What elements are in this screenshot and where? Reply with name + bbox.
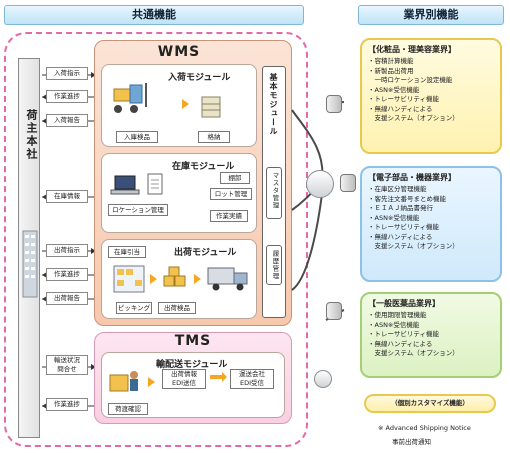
card-line: ・容積計算機能 xyxy=(368,57,414,65)
label-picking: ピッキング xyxy=(116,302,152,314)
label-shipment-edi-send: 出荷情報 EDI送信 xyxy=(162,369,206,389)
central-plug-icon xyxy=(306,170,334,198)
label-outbound-inspection: 出荷検品 xyxy=(158,302,196,314)
basic-module-title: 基本モジュール xyxy=(269,73,278,136)
arrow-label-inbound-report: 入荷報告 xyxy=(46,114,88,127)
arrow-label-outbound-report: 出荷報告 xyxy=(46,292,88,305)
tms-title: TMS xyxy=(174,333,212,349)
arrow-label-outbound-instruction: 出荷指示 xyxy=(46,244,88,257)
label-delivery-confirmation: 荷渡確認 xyxy=(108,403,148,415)
outbound-flow-arrow-2 xyxy=(194,274,201,284)
card-line: ・ＥＩＡＪ納品書発行 xyxy=(368,204,433,212)
label-location-management: ロケーション管理 xyxy=(108,204,168,216)
outbound-module: 在庫引当 出荷モジュール ピッキング 出荷検品 xyxy=(101,239,257,319)
common-functions-frame xyxy=(4,32,308,447)
truck-icon xyxy=(207,267,248,291)
connector-cables xyxy=(291,101,345,321)
edi-exchange-arrows xyxy=(210,372,227,382)
card-line: ・トレーサビリティ機能 xyxy=(368,95,439,103)
basic-module: 基本モジュール マスタ管理 履歴管理 xyxy=(262,66,286,318)
footnote-asn-ja: 事前出荷通知 xyxy=(392,438,431,446)
card-line: 支援システム（オプション） xyxy=(368,114,459,122)
card-line: ・新製品出荷用 xyxy=(368,66,414,75)
label-stocktaking: 棚卸 xyxy=(220,172,250,184)
industry-functions-header: 業界別機能 xyxy=(358,5,504,25)
document-icon xyxy=(147,173,163,195)
shelving-icon xyxy=(113,265,145,293)
history-management-label: 履歴管理 xyxy=(271,250,279,280)
arrow-label-transport-inquiry: 輸送状況 問合せ xyxy=(46,355,88,375)
card-line: ・無線ハンディによる xyxy=(368,104,433,113)
card-line: ・トレーサビリティ機能 xyxy=(368,223,439,231)
delivery-module-title: 輸配送モジュール xyxy=(156,360,228,370)
card-line: ・無線ハンディによる xyxy=(368,232,433,241)
industry-card-electronics: 【電子部品・機器業界】 ・在庫区分管理機能 ・客先注文番号まとめ機能 ・ＥＩＡＪ… xyxy=(360,166,502,282)
industry-card-pharma: 【一般医薬品業界】 ・使用期限管理機能 ・ASN※受信機能 ・トレーサビリティ機… xyxy=(360,292,502,378)
card-line: ・ASN※受信機能 xyxy=(368,320,420,329)
socket-electronics-icon xyxy=(340,174,356,192)
socket-cosmetics-icon xyxy=(326,95,342,113)
shipper-headquarters-column: 荷主本社 xyxy=(18,58,40,438)
arrow-label-progress-2: 作業進捗 xyxy=(46,268,88,281)
warehouse-worker-icon xyxy=(109,371,138,392)
footnote-asn: ※ Advanced Shipping Notice xyxy=(378,424,471,432)
delivery-module: 輸配送モジュール 出荷情報 EDI送信 運送会社 EDI受信 荷渡確認 xyxy=(101,352,285,418)
outbound-module-title: 出荷モジュール xyxy=(174,248,237,258)
laptop-icon xyxy=(110,175,140,195)
label-lot-management: ロット管理 xyxy=(210,188,252,200)
forklift-icon xyxy=(113,83,147,113)
label-putaway: 格納 xyxy=(198,131,230,143)
inbound-module: 入荷モジュール 入庫検品 格納 xyxy=(101,64,257,147)
master-management-box: マスタ管理 xyxy=(266,167,282,219)
custom-features-pill: （個別カスタマイズ機能） xyxy=(364,394,496,413)
history-management-box: 履歴管理 xyxy=(266,245,282,285)
inventory-module: 在庫モジュール 棚卸 ロット管理 ロケーション管理 作業実績 xyxy=(101,153,257,233)
storage-shelf-icon xyxy=(201,96,221,118)
card-line: 一時ロケーション設定機能 xyxy=(368,76,453,84)
label-stock-allocation: 在庫引当 xyxy=(108,246,146,258)
wms-title: WMS xyxy=(157,44,201,60)
boxes-icon xyxy=(163,266,186,287)
card-line: 支援システム（オプション） xyxy=(368,349,459,357)
industry-card-cosmetics-title: 【化粧品・理美容業界】 xyxy=(368,45,456,54)
master-management-label: マスタ管理 xyxy=(271,172,279,210)
arrow-label-progress-3: 作業進捗 xyxy=(46,398,88,411)
industry-card-cosmetics: 【化粧品・理美容業界】 ・容積計算機能 ・新製品出荷用 一時ロケーション設定機能… xyxy=(360,38,502,154)
delivery-flow-arrow xyxy=(148,377,155,387)
hq-label: 荷主本社 xyxy=(25,109,38,161)
label-inbound-inspection: 入庫検品 xyxy=(116,131,158,143)
plug-lower-icon xyxy=(314,370,332,388)
arrow-label-inventory-info: 在庫情報 xyxy=(46,190,88,203)
card-line: ・ASN※受信機能 xyxy=(368,213,420,222)
inbound-flow-arrow xyxy=(182,99,189,109)
card-line: ・使用期限管理機能 xyxy=(368,311,427,319)
card-line: ・客先注文番号まとめ機能 xyxy=(368,194,446,203)
outbound-flow-arrow-1 xyxy=(150,274,157,284)
industry-card-electronics-title: 【電子部品・機器業界】 xyxy=(368,173,456,182)
card-line: ・在庫区分管理機能 xyxy=(368,185,427,193)
label-carrier-edi-receive: 運送会社 EDI受信 xyxy=(230,369,274,389)
inbound-module-title: 入荷モジュール xyxy=(168,73,231,83)
arrow-label-progress-1: 作業進捗 xyxy=(46,90,88,103)
card-line: ・トレーサビリティ機能 xyxy=(368,330,439,338)
card-line: ・無線ハンディによる xyxy=(368,339,433,348)
card-line: ・ASN※受信機能 xyxy=(368,85,420,94)
socket-pharma-icon xyxy=(326,302,342,320)
label-work-results: 作業実績 xyxy=(210,210,248,222)
industry-card-pharma-title: 【一般医薬品業界】 xyxy=(368,299,440,308)
common-functions-header: 共通機能 xyxy=(4,5,304,25)
inventory-module-title: 在庫モジュール xyxy=(172,162,235,172)
card-line: 支援システム（オプション） xyxy=(368,242,459,250)
arrow-label-inbound-instruction: 入荷指示 xyxy=(46,67,88,80)
office-building-icon xyxy=(22,230,38,298)
